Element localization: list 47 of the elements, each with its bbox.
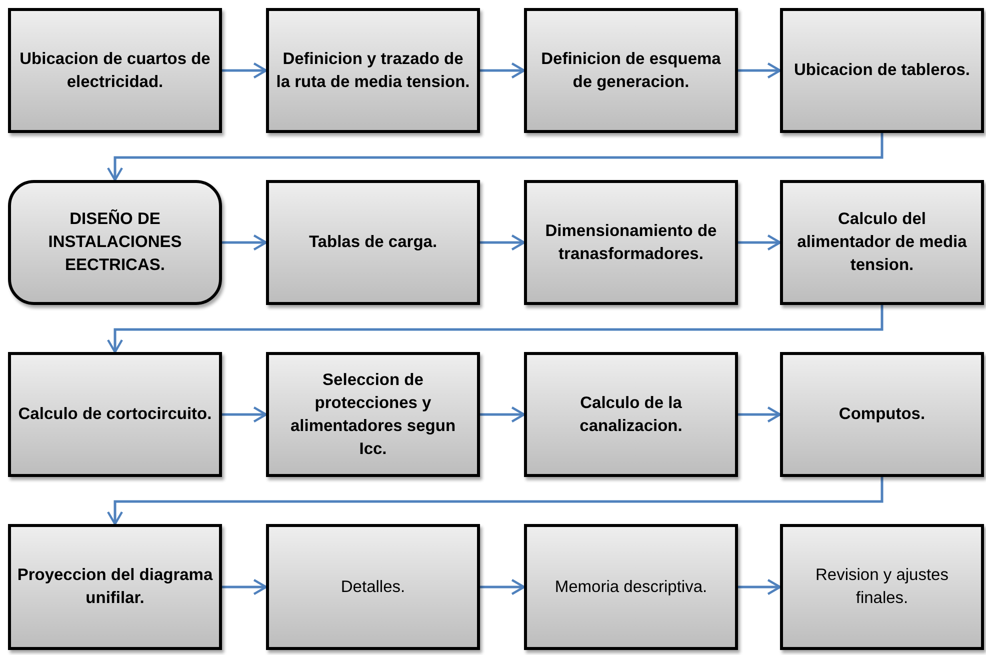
box-text: Calculo de cortocircuito. (18, 404, 212, 425)
box-text: Computos. (838, 404, 926, 425)
box-text: Dimensionamiento de tranasformadores. (544, 220, 718, 264)
process-box (780, 180, 984, 305)
box-text: Ubicacion de tableros. (794, 60, 970, 81)
box-text: Calculo del alimentador de media tension. (796, 209, 968, 276)
process-box (266, 352, 480, 477)
process-box (8, 352, 222, 477)
arrow (106, 133, 884, 182)
arrow (222, 234, 268, 251)
box-text: Seleccion de protecciones y alimentadores segun Icc. (289, 370, 457, 460)
box-text: DISEÑO DE INSTALACIONES EECTRICAS. (47, 208, 183, 276)
arrow (480, 406, 526, 423)
box-text: Definicion y trazado de la ruta de media tension. (275, 48, 471, 92)
arrow (222, 62, 268, 79)
arrow (106, 305, 884, 354)
arrow (738, 578, 782, 596)
box-text: Revision y ajustes finales. (814, 565, 950, 609)
arrow (738, 62, 782, 79)
arrow (738, 234, 782, 251)
process-box (266, 180, 480, 305)
box-text: Calculo de la canalizacion. (578, 392, 684, 436)
arrow (222, 578, 268, 596)
arrow (738, 406, 782, 423)
process-box (266, 524, 480, 650)
process-box (8, 524, 222, 650)
arrow (480, 578, 526, 596)
box-text: Proyeccion del diagrama unifilar. (17, 565, 213, 609)
process-box (524, 8, 738, 133)
process-box (524, 524, 738, 650)
rounded-process-box (8, 180, 222, 305)
box-text: Tablas de carga. (308, 232, 438, 253)
arrow (480, 234, 526, 251)
arrow (106, 477, 884, 526)
process-box (780, 8, 984, 133)
box-text: Memoria descriptiva. (554, 576, 708, 598)
process-box (524, 352, 738, 477)
arrow (222, 406, 268, 423)
box-text: Definicion de esquema de generacion. (540, 48, 722, 92)
process-box (8, 8, 222, 133)
box-text: Detalles. (340, 576, 406, 598)
box-text: Ubicacion de cuartos de electricidad. (18, 48, 212, 92)
arrow (480, 62, 526, 79)
process-box (524, 180, 738, 305)
process-box (266, 8, 480, 133)
process-box (780, 524, 984, 650)
process-box (780, 352, 984, 477)
